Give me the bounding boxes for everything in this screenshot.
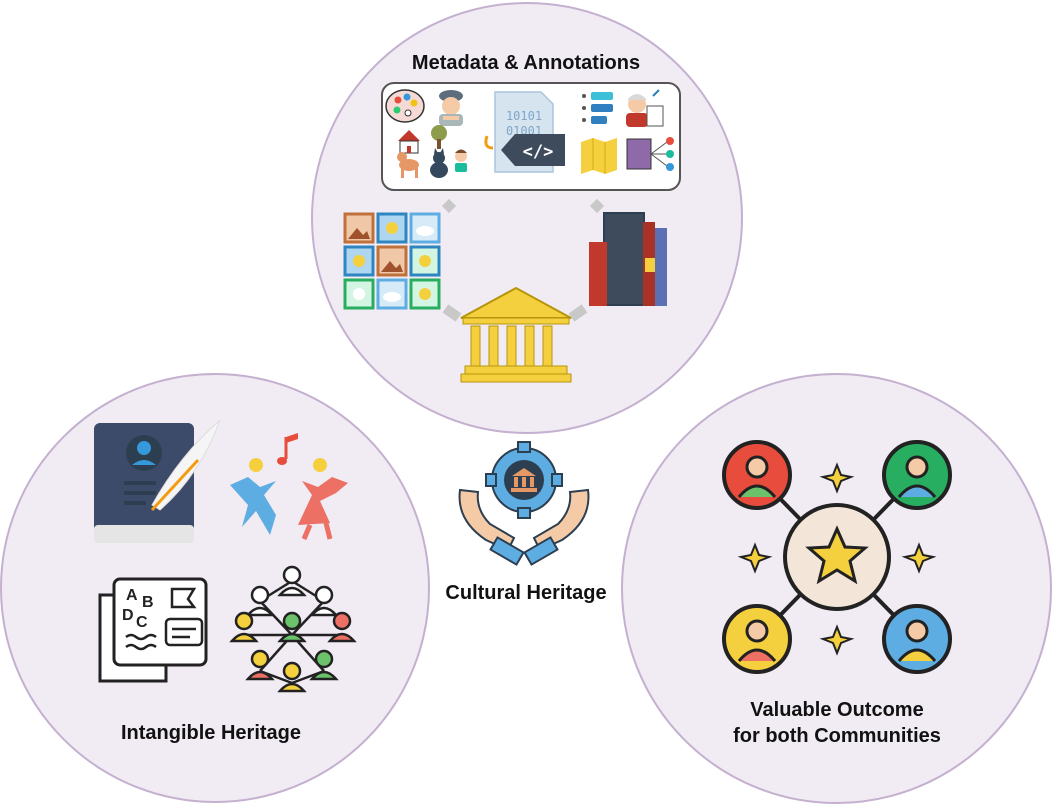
left-circle — [0, 373, 430, 803]
top-circle-illustration: 10101 01001 </> — [343, 82, 681, 383]
teacher-icon — [626, 89, 664, 127]
star-icon — [805, 525, 869, 585]
code-tag-icon: </> — [484, 134, 565, 166]
person-node-green — [882, 440, 952, 510]
left-hand-icon — [458, 488, 525, 566]
painter-icon — [439, 90, 463, 126]
svg-text:A: A — [126, 587, 138, 604]
connector-bar — [442, 304, 462, 322]
right-circle-title-line1: Valuable Outcome — [750, 699, 924, 721]
top-circle-title: Metadata & Annotations — [411, 52, 641, 74]
connector-bar — [568, 304, 588, 322]
books-icon — [589, 212, 667, 306]
right-circle-title-line2: for both Communities — [733, 725, 941, 747]
connector-diamond — [441, 198, 457, 214]
biography-book-icon — [94, 419, 221, 543]
palette-icon — [385, 89, 425, 123]
person-node-blue — [882, 604, 952, 674]
tree-icon — [431, 125, 447, 149]
svg-text:B: B — [142, 594, 154, 611]
dancers-icon — [230, 433, 348, 540]
language-book-icon: A B D C — [98, 577, 208, 683]
map-icon — [581, 138, 617, 174]
connector-diamond — [589, 198, 605, 214]
people-network-icon — [229, 565, 357, 693]
gear-icon — [485, 441, 563, 519]
boy-icon — [455, 149, 467, 172]
person-node-yellow — [722, 604, 792, 674]
book-network-icon — [626, 137, 674, 171]
person-node-red — [722, 440, 792, 510]
sparkle-icons — [737, 462, 937, 656]
house-icon — [398, 130, 420, 154]
cat-icon — [430, 148, 448, 178]
list-icon — [582, 92, 613, 124]
center-title: Cultural Heritage — [445, 582, 607, 604]
left-circle-title: Intangible Heritage — [120, 722, 302, 744]
svg-text:C: C — [136, 614, 148, 631]
museum-icon — [460, 286, 572, 383]
dog-icon — [397, 152, 419, 178]
svg-text:D: D — [122, 607, 134, 624]
svg-text:</>: </> — [523, 142, 554, 162]
right-hand-icon — [523, 488, 590, 566]
photo-gallery-icon — [343, 212, 441, 310]
heritage-gear-hands-icon — [458, 441, 590, 566]
svg-text:10101: 10101 — [506, 109, 542, 123]
left-circle-illustration: A B D C — [94, 419, 357, 693]
star-community-icon — [722, 440, 952, 674]
